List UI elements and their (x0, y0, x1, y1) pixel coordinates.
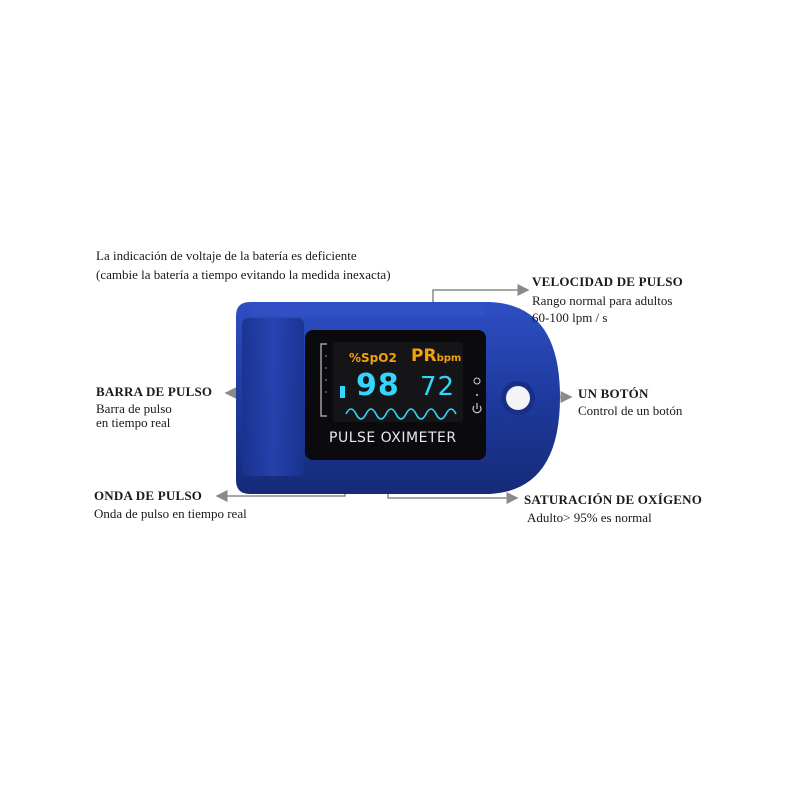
pulse-rate-line1: Rango normal para adultos (532, 293, 673, 308)
brand-label: PULSE OXIMETER (329, 430, 457, 446)
battery-bracket (320, 343, 327, 417)
pulse-rate-title: VELOCIDAD DE PULSO (532, 274, 683, 289)
pr-unit: bpm (436, 353, 462, 364)
pulse-rate-line2: 60-100 lpm / s (532, 310, 608, 325)
spo2-value: 98 (356, 368, 400, 403)
device-top-ridge (250, 306, 486, 316)
oxygen-title: SATURACIÓN DE OXÍGENO (524, 492, 703, 507)
button-line1: Control de un botón (578, 403, 683, 418)
pulse-bar-line1: Barra de pulso (96, 401, 172, 416)
device-side-cap (242, 318, 304, 476)
pr-label: PRbpm (411, 346, 461, 366)
battery-note-line2: (cambie la batería a tiempo evitando la … (96, 267, 391, 282)
pulse-bar (340, 386, 345, 398)
battery-indicator-dots (325, 355, 327, 393)
oxygen-line1: Adulto> 95% es normal (527, 510, 652, 525)
device-button[interactable] (506, 386, 530, 410)
pr-label-text: PR (411, 346, 437, 366)
spo2-label: %SpO2 (349, 351, 397, 365)
power-icon (472, 403, 482, 414)
pulse-bar-title: BARRA DE PULSO (96, 384, 213, 399)
pulse-waveform (345, 408, 457, 420)
pr-value: 72 (420, 372, 456, 402)
pulse-bar-line2: en tiempo real (96, 415, 171, 430)
mode-indicator-icon (473, 377, 481, 385)
pulse-wave-title: ONDA DE PULSO (94, 488, 203, 503)
small-dot-icon (476, 394, 478, 396)
button-title: UN BOTÓN (578, 386, 649, 401)
battery-note-line1: La indicación de voltaje de la batería e… (96, 248, 357, 263)
display-panel (333, 342, 463, 422)
pulse-wave-line1: Onda de pulso en tiempo real (94, 506, 247, 521)
